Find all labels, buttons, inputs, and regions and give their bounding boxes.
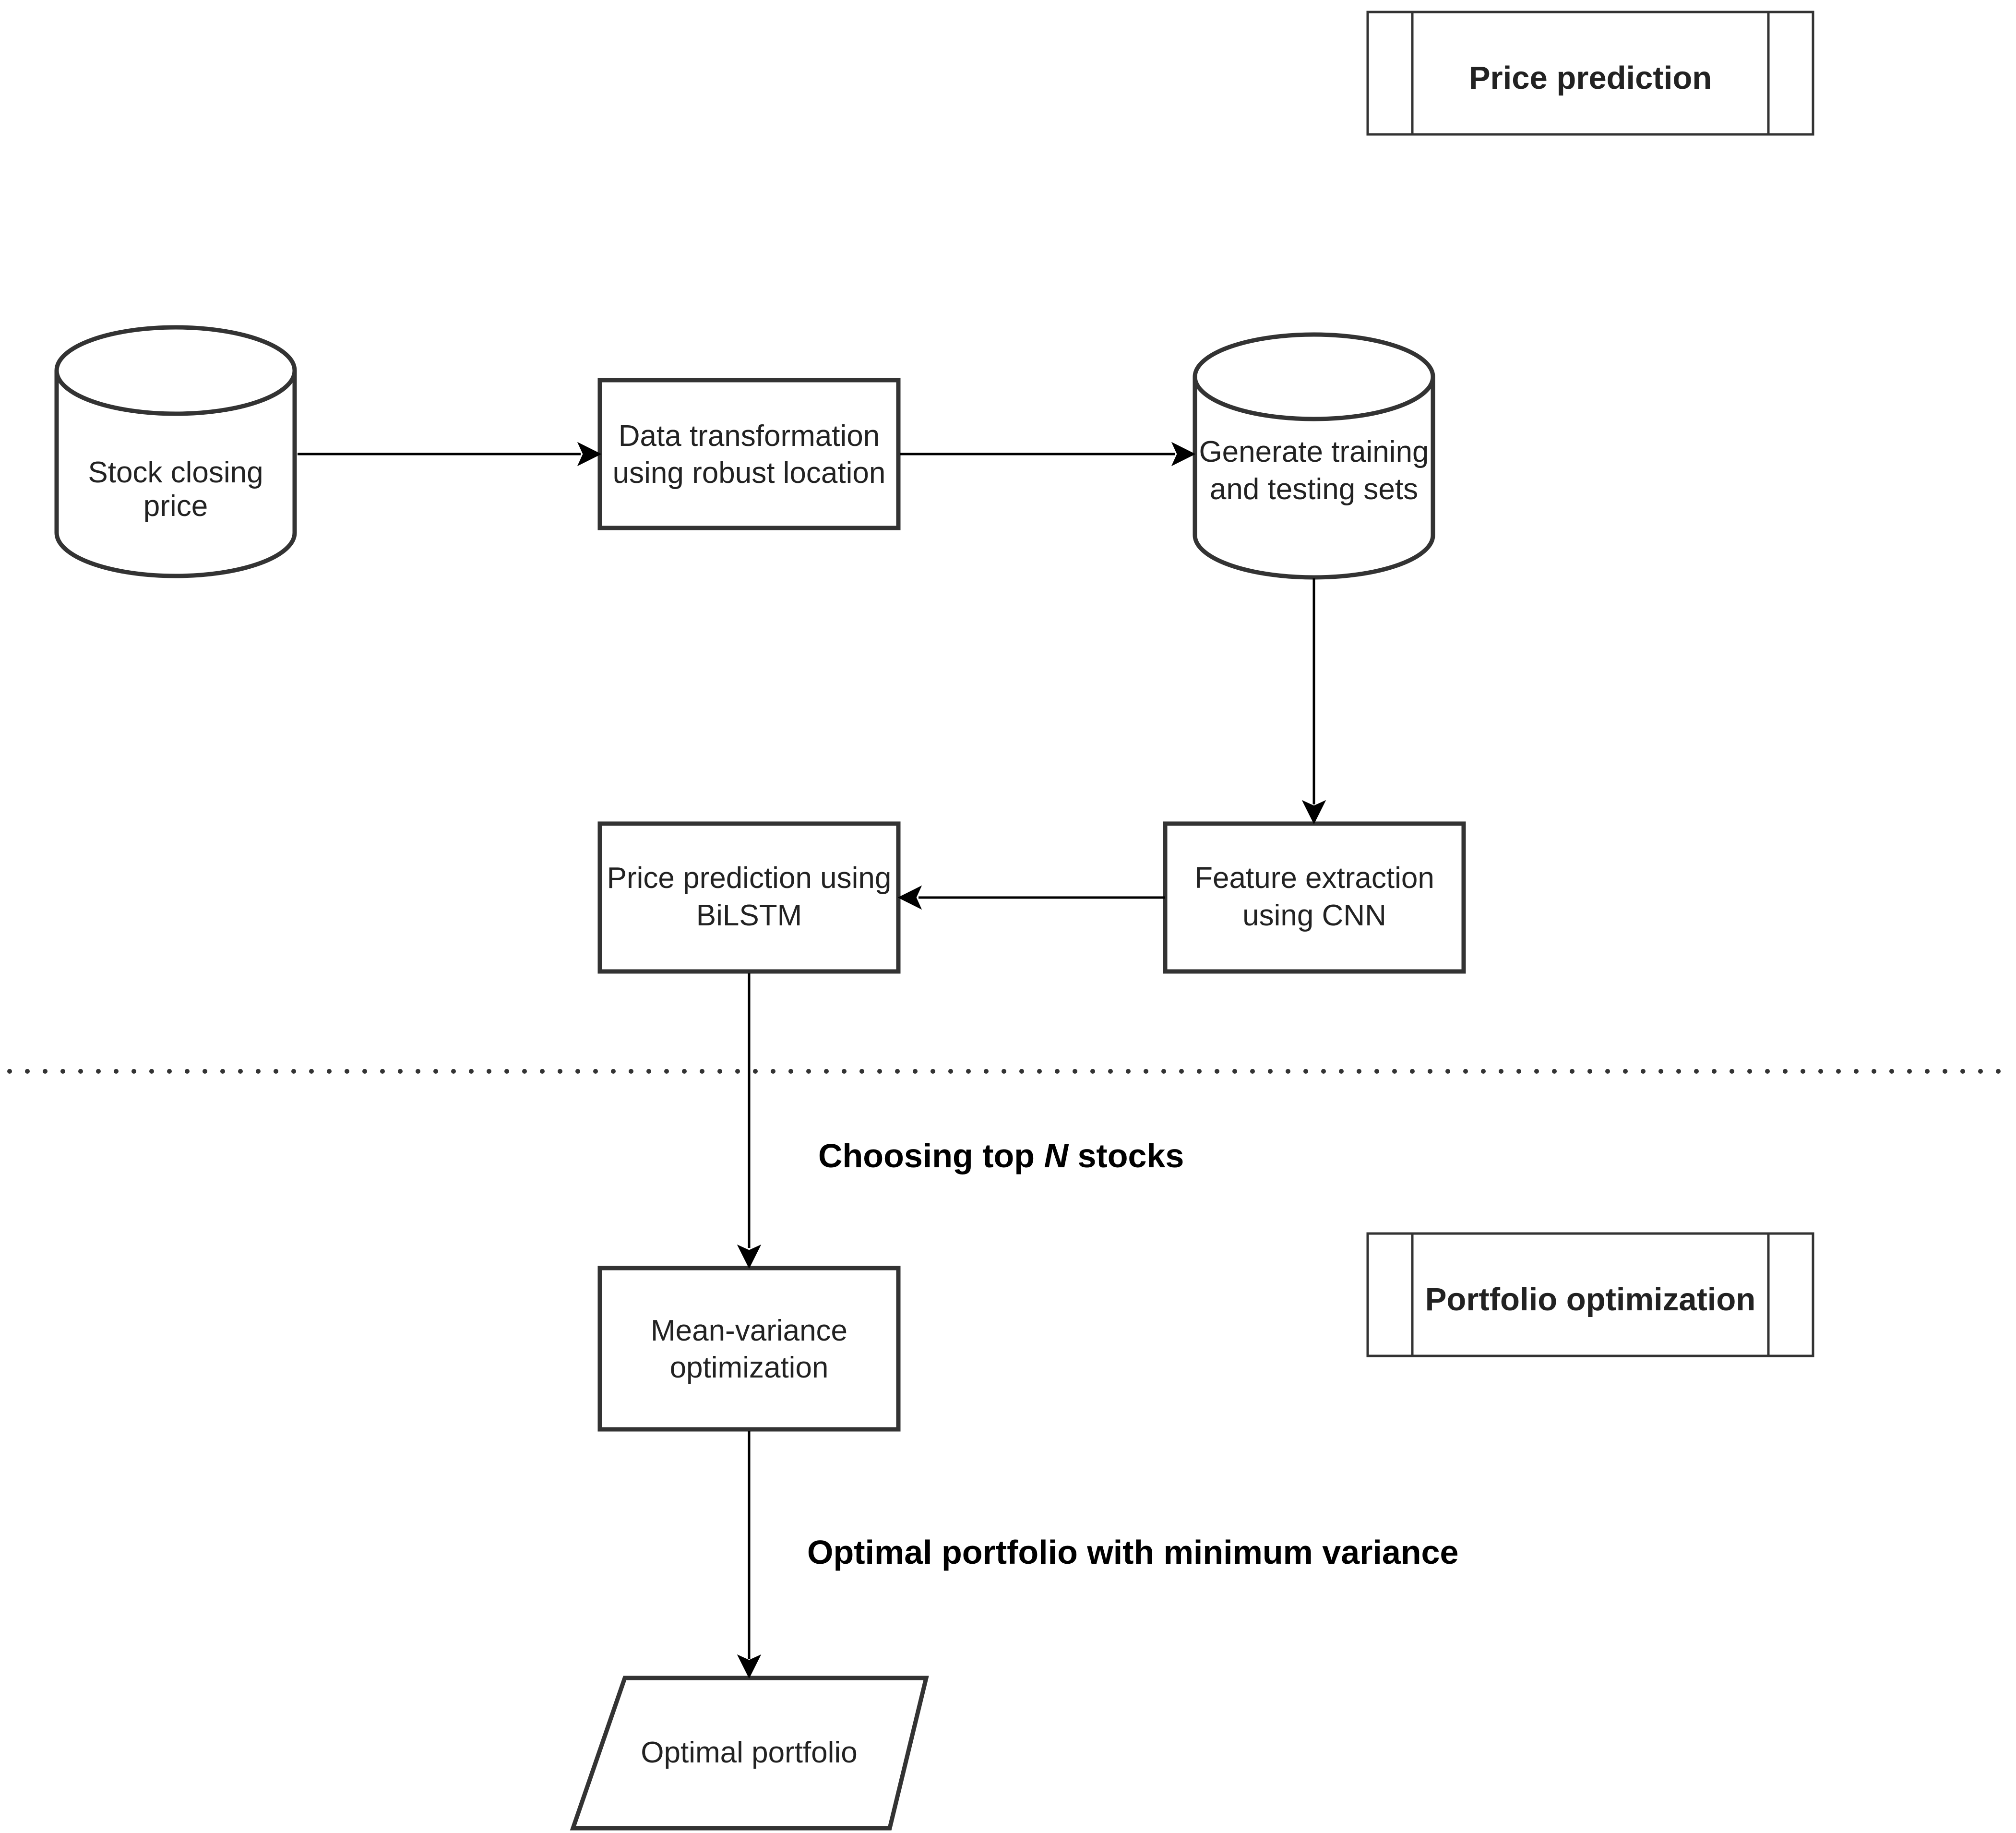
stock-closing-price-cylinder-body (54, 325, 297, 578)
arrowhead (737, 1654, 762, 1679)
price-prediction-bilstm-label-line-2: BiLSTM (696, 899, 802, 932)
data-transformation-box (597, 378, 901, 530)
edge-label-part-1: Choosing top (818, 1137, 1044, 1174)
arrowhead (1301, 800, 1326, 825)
price-prediction-bilstm-box (597, 821, 901, 974)
edge-transformation-to-sets (900, 442, 1196, 467)
mean-variance-label-line-1: Mean-variance (651, 1314, 847, 1347)
arrowhead (577, 442, 602, 467)
generate-sets-label-line-2: and testing sets (1210, 473, 1418, 506)
edge-mean-variance-to-optimal-portfolio (737, 1431, 762, 1679)
generate-sets-label-line-1: Generate training (1199, 435, 1429, 468)
price-prediction-bilstm-node: Price prediction using BiLSTM (597, 821, 901, 974)
stock-closing-price-label-line-1: Stock closing (88, 456, 263, 489)
portfolio-optimization-section-label: Portfolio optimization (1425, 1282, 1756, 1318)
mean-variance-box (597, 1266, 901, 1432)
feature-extraction-node: Feature extraction using CNN (1163, 821, 1466, 974)
mean-variance-node: Mean-variance optimization (597, 1266, 901, 1432)
arrowhead (897, 885, 922, 910)
edge-label-part-3: stocks (1068, 1137, 1184, 1174)
optimal-portfolio-node: Optimal portfolio (570, 1676, 929, 1831)
stock-closing-price-label-line-2: price (143, 490, 208, 523)
price-prediction-box-outline (1366, 11, 1814, 136)
stock-closing-price-cylinder-rim (54, 370, 297, 416)
mean-variance-label-line-2: optimization (670, 1351, 829, 1384)
edge-stock-to-transformation (298, 442, 602, 467)
feature-extraction-box (1163, 821, 1466, 974)
generate-sets-cylinder-rim (1193, 376, 1435, 421)
price-prediction-section-label: Price prediction (1469, 60, 1712, 96)
edge-feature-extraction-to-bilstm (897, 885, 1165, 910)
edge-bilstm-to-mean-variance (737, 973, 762, 1269)
data-transformation-label-line-1: Data transformation (619, 419, 880, 453)
edge-label-choosing-top-n-stocks: Choosing top N stocks (818, 1137, 1184, 1174)
generate-sets-node: Generate training and testing sets (1193, 332, 1435, 580)
portfolio-optimization-box-outline (1366, 1232, 1814, 1357)
price-prediction-bilstm-label-line-1: Price prediction using (607, 862, 892, 895)
feature-extraction-label-line-2: using CNN (1242, 899, 1386, 932)
feature-extraction-label-line-1: Feature extraction (1194, 862, 1434, 895)
price-prediction-section-box: Price prediction (1366, 11, 1814, 136)
stock-closing-price-node: Stock closing price (54, 325, 297, 578)
edge-label-n-variable: N (1044, 1137, 1069, 1174)
arrowhead (1171, 442, 1196, 467)
generate-sets-cylinder-body (1193, 332, 1435, 580)
portfolio-optimization-section-box: Portfolio optimization (1366, 1232, 1814, 1357)
data-transformation-node: Data transformation using robust locatio… (597, 378, 901, 530)
optimal-portfolio-label: Optimal portfolio (641, 1736, 857, 1769)
data-transformation-label-line-2: using robust location (613, 456, 886, 490)
edge-sets-to-feature-extraction (1301, 578, 1326, 825)
edge-label-optimal-portfolio-min-variance: Optimal portfolio with minimum variance (807, 1533, 1458, 1571)
arrowhead (737, 1244, 762, 1269)
optimal-portfolio-parallelogram (570, 1676, 929, 1831)
